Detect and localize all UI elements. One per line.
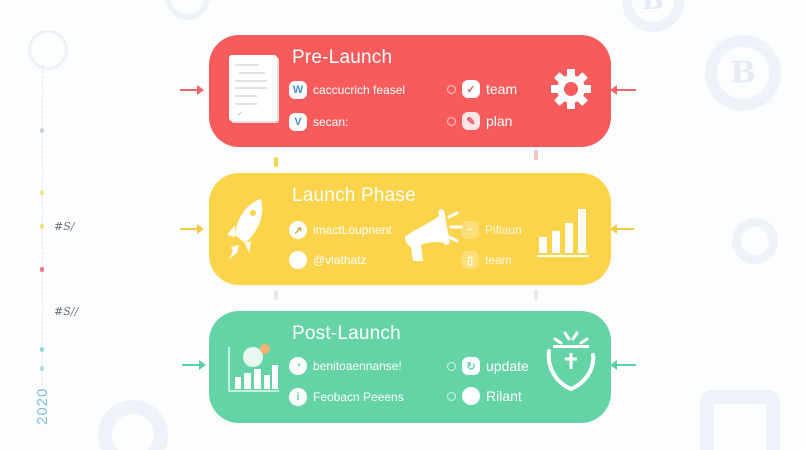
connector-arrow-icon — [274, 290, 278, 300]
list-item: i Feobacn Peeens — [289, 388, 404, 406]
background-gear-icon — [98, 400, 168, 450]
phase-title: Pre-Launch — [292, 47, 393, 68]
list-item: ▯ team — [461, 251, 512, 269]
background-bitcoin-gear-icon: B — [622, 0, 684, 32]
pencil-icon: ✎ — [462, 112, 480, 130]
arrow-right-icon — [180, 224, 204, 234]
arrow-right-icon — [182, 360, 206, 370]
list-item: Rilant — [447, 387, 522, 405]
item-label: team — [486, 81, 518, 97]
phase-title: Post-Launch — [292, 323, 401, 344]
timeline-dot — [40, 366, 44, 371]
arrow-right-icon — [180, 85, 204, 95]
timeline-dot — [40, 267, 44, 272]
item-label: imactLoupnent — [313, 223, 392, 237]
circle-icon — [289, 251, 307, 269]
timeline-dot — [40, 347, 44, 352]
connector-arrow-down-icon — [534, 150, 538, 160]
list-item: W caccucrich feasel — [289, 81, 405, 99]
timeline-dot — [40, 128, 44, 133]
timeline-label: #S// — [54, 305, 79, 318]
bar-chart-icon — [537, 209, 589, 257]
radio-button[interactable] — [447, 361, 456, 371]
clock-icon: ◔ — [289, 357, 307, 375]
dash-icon: − — [461, 221, 479, 239]
refresh-icon: ↻ — [462, 357, 480, 375]
phase-title: Launch Phase — [292, 185, 416, 206]
gear-icon — [551, 69, 591, 109]
list-item: @vlathatz — [289, 251, 367, 269]
timeline-dot — [40, 190, 44, 195]
list-item: ✎ plan — [447, 112, 512, 130]
item-label: Pifiaun — [485, 223, 522, 237]
item-label: secan: — [313, 115, 349, 129]
phase-card-pre-launch: ✓ Pre-Launch W caccucrich feasel V secan… — [209, 35, 611, 147]
list-item: ↻ update — [447, 357, 529, 375]
item-label: team — [485, 253, 512, 267]
item-label: benitoaennanse! — [313, 359, 402, 373]
background-gear-icon — [165, 0, 210, 20]
w-icon: W — [289, 81, 307, 99]
document-checklist-icon: ✓ — [229, 55, 277, 121]
connector-arrow-up-icon — [274, 157, 278, 167]
timeline-start-circle — [28, 30, 68, 70]
item-label: caccucrich feasel — [313, 83, 406, 97]
phase-card-post-launch: Post-Launch ◔ benitoaennanse! i Feobacn … — [209, 311, 611, 423]
rocket-icon — [227, 199, 263, 259]
radio-button[interactable] — [447, 116, 456, 126]
item-label: plan — [486, 113, 513, 129]
background-house-icon — [700, 390, 780, 450]
list-item: ✓ team — [447, 80, 517, 98]
check-icon: ✓ — [462, 80, 480, 98]
timeline-year: 2020 — [34, 387, 51, 425]
background-bitcoin-gear-icon: B — [705, 35, 781, 111]
info-icon: i — [289, 388, 307, 406]
timeline-dot — [40, 224, 44, 229]
list-item: ◔ benitoaennanse! — [289, 357, 402, 375]
arrow-left-icon — [610, 360, 636, 370]
shield-icon — [546, 331, 596, 392]
dot-icon — [462, 387, 480, 405]
item-label: Feobacn Peeens — [313, 390, 404, 404]
arrow-left-icon — [610, 224, 634, 234]
item-label: @vlathatz — [313, 253, 367, 267]
background-gear-icon — [732, 218, 778, 264]
analytics-chart-icon — [228, 344, 279, 392]
radio-button[interactable] — [447, 84, 456, 94]
timeline-label: #S/ — [54, 220, 75, 233]
bracket-icon: ▯ — [461, 251, 479, 269]
arrow-icon: ↗ — [289, 221, 307, 239]
list-item: ↗ imactLoupnent — [289, 221, 392, 239]
megaphone-icon — [405, 209, 463, 261]
item-label: Rilant — [486, 388, 522, 404]
radio-button[interactable] — [447, 391, 456, 401]
arrow-left-icon — [610, 85, 636, 95]
item-label: update — [486, 358, 529, 374]
phase-card-launch: Launch Phase ↗ imactLoupnent @vlathatz −… — [209, 173, 611, 285]
v-icon: V — [289, 113, 307, 131]
list-item: V secan: — [289, 113, 348, 131]
list-item: − Pifiaun — [461, 221, 522, 239]
connector-arrow-icon — [534, 290, 538, 300]
